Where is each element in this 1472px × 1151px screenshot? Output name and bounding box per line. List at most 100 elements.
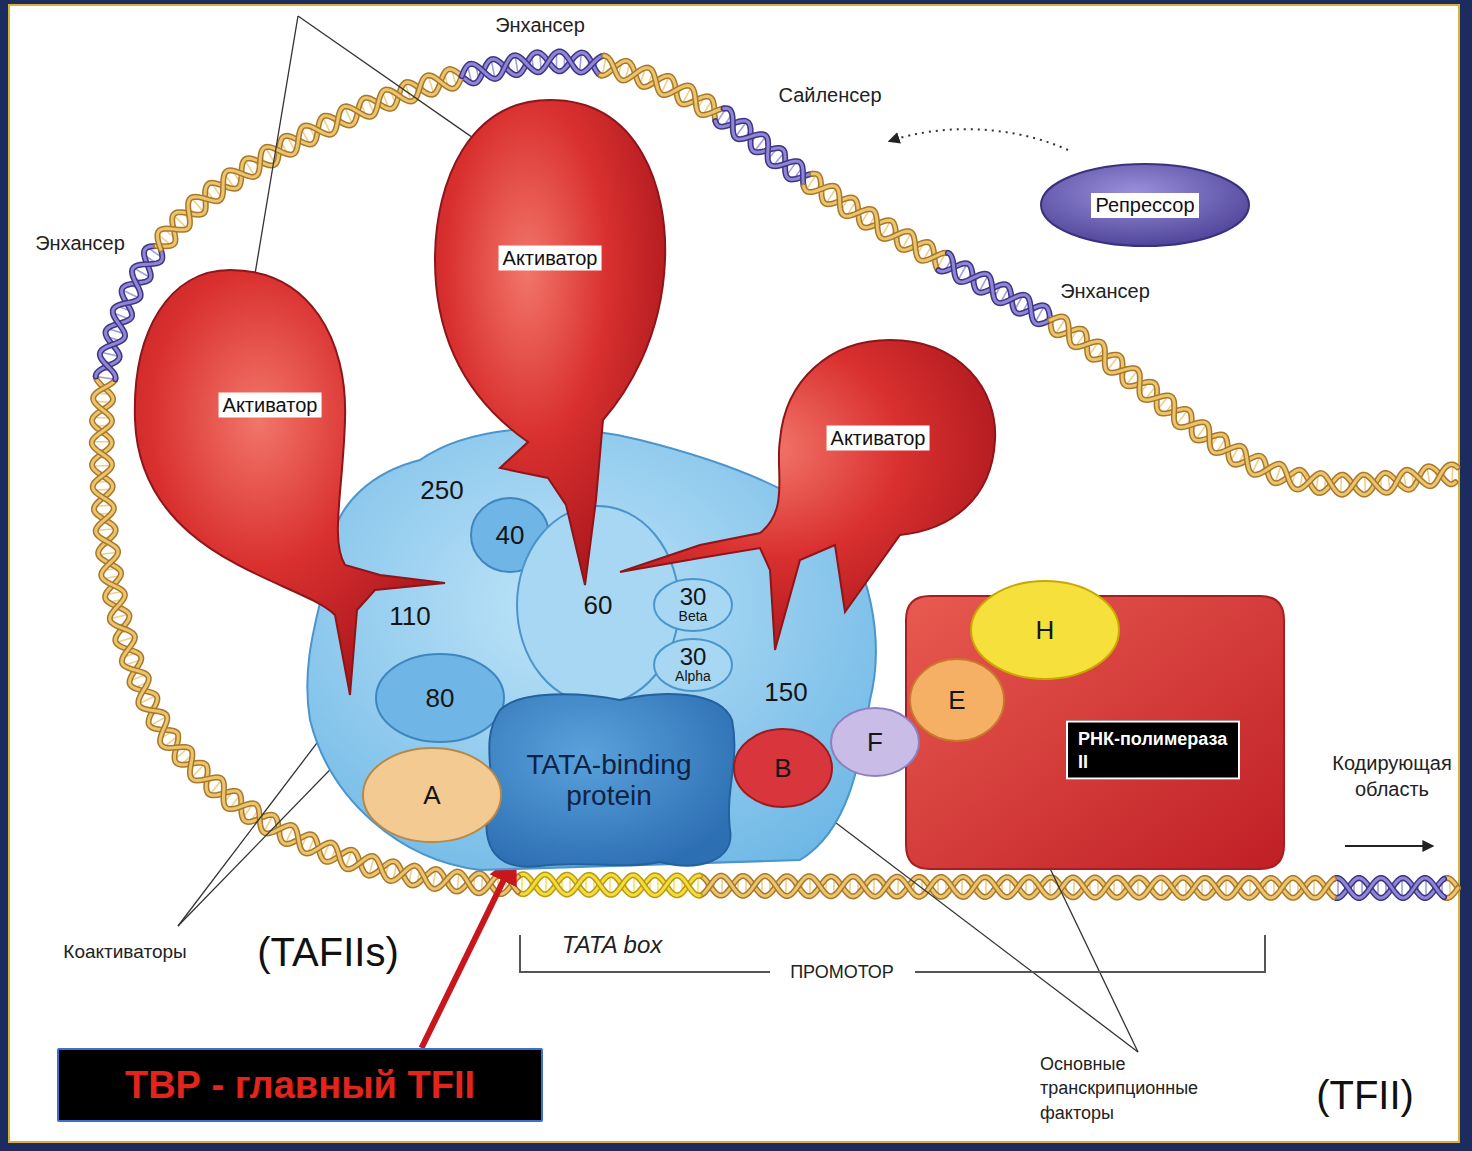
helix-rung <box>777 883 779 889</box>
node-label: 60 <box>584 590 613 621</box>
helix-rung <box>225 174 235 189</box>
region-label: Энхансер <box>33 232 127 255</box>
helix-rung <box>1145 386 1156 400</box>
helix-rung <box>744 130 750 139</box>
leader-line <box>252 16 298 292</box>
helix-rung <box>954 266 957 271</box>
helix-strand <box>462 51 604 78</box>
helix-rung <box>921 878 923 896</box>
helix-rung <box>1075 332 1085 347</box>
node-label: F <box>867 727 883 758</box>
helix-rung <box>242 170 245 175</box>
transcription-factor: E <box>909 658 1005 742</box>
helix-strand <box>1334 878 1444 898</box>
text-anchor: 110 <box>389 601 430 632</box>
helix-strand <box>156 69 462 246</box>
helix-rung <box>109 599 124 602</box>
helix-rung <box>994 285 1001 298</box>
helix-rung <box>295 836 297 841</box>
helix-rung <box>452 69 457 87</box>
helix-rung <box>1364 475 1367 495</box>
helix-rung <box>1305 885 1307 891</box>
helix-rung <box>1051 318 1057 327</box>
helix-rung <box>724 114 732 127</box>
helix-rung <box>681 878 683 893</box>
helix-strand <box>1444 888 1458 898</box>
helix-rung <box>729 883 731 889</box>
node-label: 250 <box>420 475 463 506</box>
helix-strand <box>700 876 1334 898</box>
helix-rung <box>1097 878 1099 896</box>
helix-rung <box>716 108 726 123</box>
helix-rung <box>602 56 606 75</box>
helix-rung <box>857 879 859 894</box>
helix-rung <box>1217 885 1219 891</box>
helix-rung <box>703 100 712 116</box>
helix-rung <box>588 58 589 69</box>
helix-strand <box>1334 878 1444 898</box>
helix-rung <box>355 856 358 866</box>
helix-rung <box>670 83 675 93</box>
helix-rung <box>393 863 397 881</box>
helix-rung <box>190 763 194 767</box>
helix-rung <box>99 473 105 475</box>
helix-rung <box>308 837 315 854</box>
helix-rung <box>1165 402 1174 414</box>
group-label: Коактиваторы <box>63 941 186 963</box>
node-shape <box>363 748 501 842</box>
helix-strand <box>938 263 1050 320</box>
helix-rung <box>1433 885 1435 891</box>
helix-rung <box>1425 878 1427 898</box>
helix-rung <box>937 878 939 896</box>
helix-rung <box>390 90 395 104</box>
helix-rung <box>993 884 995 890</box>
helix-rung <box>251 809 259 822</box>
helix-rung <box>232 170 240 183</box>
region-label: TATA box <box>562 931 662 959</box>
node-shape <box>654 639 732 691</box>
helix-rung <box>571 59 573 65</box>
direction-arrow <box>1345 845 1432 847</box>
helix-rung <box>1329 883 1331 894</box>
helix-rung <box>1419 475 1422 481</box>
helix-rung <box>243 803 253 818</box>
helix-rung <box>1417 883 1419 894</box>
helix-rung <box>523 61 525 67</box>
region-label: Кодирующая область <box>1317 750 1467 802</box>
helix-rung <box>1209 880 1211 895</box>
helix-rung <box>96 529 116 531</box>
helix-rung <box>94 401 112 402</box>
helix-rung <box>641 882 643 888</box>
helix-rung <box>979 275 988 292</box>
helix-rung <box>1022 300 1029 313</box>
helix-strand <box>812 174 938 271</box>
helix-rung <box>1361 879 1363 897</box>
node-label: 40 <box>496 520 525 551</box>
helix-rung <box>649 878 651 893</box>
helix-strand <box>715 121 812 180</box>
helix-rung <box>1257 885 1259 891</box>
helix-rung <box>540 53 541 71</box>
text-anchor: Активатор <box>219 393 322 418</box>
helix-rung <box>164 229 176 239</box>
helix-rung <box>206 189 215 201</box>
group-label: Основные транскрипционные факторы <box>1040 1052 1205 1125</box>
helix-rung <box>362 859 365 869</box>
helix-strand <box>700 876 1334 898</box>
helix-rung <box>1393 885 1395 891</box>
helix-rung <box>849 877 851 895</box>
helix-rung <box>210 779 223 794</box>
helix-rung <box>211 183 221 198</box>
helix-strand <box>518 875 700 896</box>
helix-rung <box>721 876 723 896</box>
helix-rung <box>229 794 240 809</box>
helix-rungs <box>92 52 1458 898</box>
helix-rung <box>745 877 747 895</box>
helix-rung <box>1088 341 1099 356</box>
helix-rung <box>191 764 205 778</box>
helix-rung <box>793 881 795 892</box>
helix-rung <box>977 882 979 893</box>
node-label: 30 <box>680 585 707 609</box>
helix-strand <box>1334 878 1444 898</box>
helix-rung <box>1009 878 1011 896</box>
